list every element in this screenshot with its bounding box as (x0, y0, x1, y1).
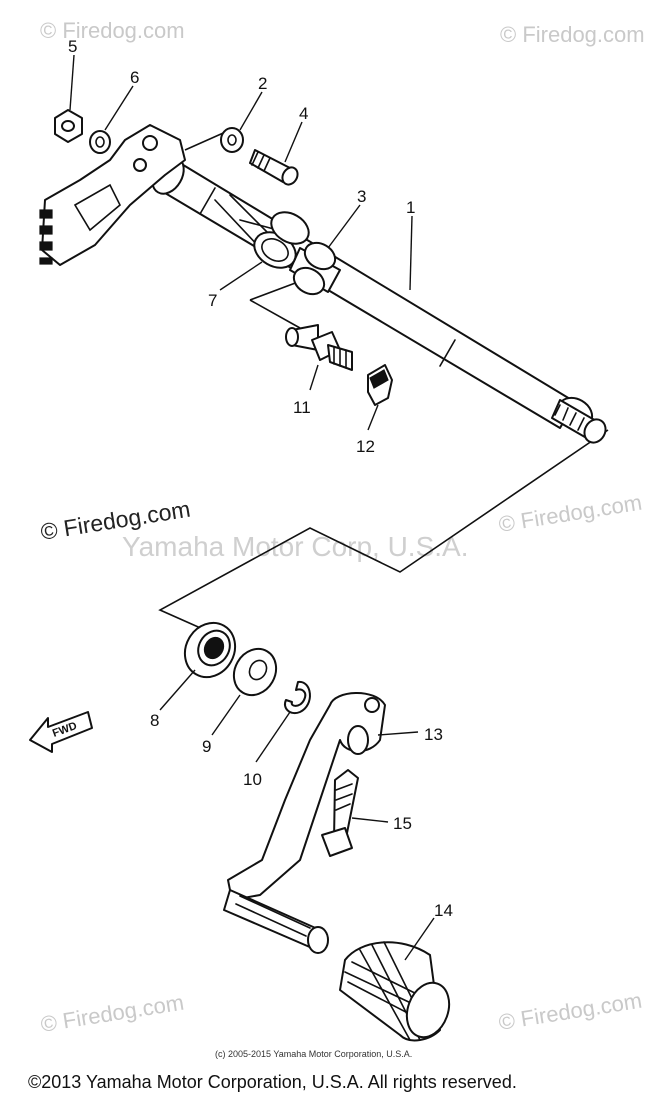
callout-14: 14 (434, 901, 453, 920)
leader-3 (327, 204, 361, 249)
leader-11 (309, 364, 319, 391)
leader-15 (351, 817, 389, 823)
washer (220, 127, 244, 153)
leader-12 (367, 404, 379, 431)
leader-6 (104, 85, 134, 131)
callout-4: 4 (299, 104, 308, 123)
pinch-bolt (321, 769, 359, 857)
circlip (284, 680, 311, 714)
callout-6: 6 (130, 68, 139, 87)
torsion-spring (214, 194, 310, 269)
clip (367, 364, 393, 406)
callout-15: 15 (393, 814, 412, 833)
callout-12: 12 (356, 437, 375, 456)
assembly-line-stud (249, 299, 301, 329)
callout-10: 10 (243, 770, 262, 789)
callout-3: 3 (357, 187, 366, 206)
watermark-top-right: © Firedog.com (500, 22, 645, 47)
plain-washer (232, 647, 278, 697)
pin-bolt (249, 149, 299, 186)
leader-2 (239, 91, 263, 131)
shift-arm (39, 124, 186, 266)
forward-arrow-icon: FWD (29, 711, 93, 753)
leader-1 (409, 215, 413, 291)
leader-5 (69, 54, 75, 111)
callout-2: 2 (258, 74, 267, 93)
footer-copyright: ©2013 Yamaha Motor Corporation, U.S.A. A… (28, 1072, 517, 1092)
leader-4 (284, 121, 303, 163)
leader-9 (211, 694, 241, 736)
footer-small-copyright: (c) 2005-2015 Yamaha Motor Corporation, … (215, 1049, 412, 1059)
shift-pedal (223, 692, 386, 954)
leader-7 (219, 261, 263, 291)
callout-8: 8 (150, 711, 159, 730)
callout-5: 5 (68, 37, 77, 56)
nut (54, 109, 83, 143)
callout-1: 1 (406, 198, 415, 217)
callout-7: 7 (208, 291, 217, 310)
stud-bolt (285, 324, 353, 371)
leader-14 (404, 917, 435, 961)
leader-13 (377, 731, 419, 736)
pedal-rubber (339, 941, 451, 1042)
lock-washer (89, 130, 111, 154)
callout-13: 13 (424, 725, 443, 744)
watermark-middle-right: © Firedog.com (497, 490, 644, 537)
watermark-bottom-right: © Firedog.com (497, 988, 644, 1035)
leader-10 (255, 711, 291, 763)
watermark-bottom-left: © Firedog.com (39, 990, 186, 1037)
leader-8 (159, 669, 196, 711)
oil-seal (183, 621, 237, 679)
watermark-top-left: © Firedog.com (40, 18, 185, 43)
shaft-collar (289, 241, 341, 296)
callout-11: 11 (293, 398, 311, 417)
callout-9: 9 (202, 737, 211, 756)
assembly-line-lower (158, 429, 609, 631)
